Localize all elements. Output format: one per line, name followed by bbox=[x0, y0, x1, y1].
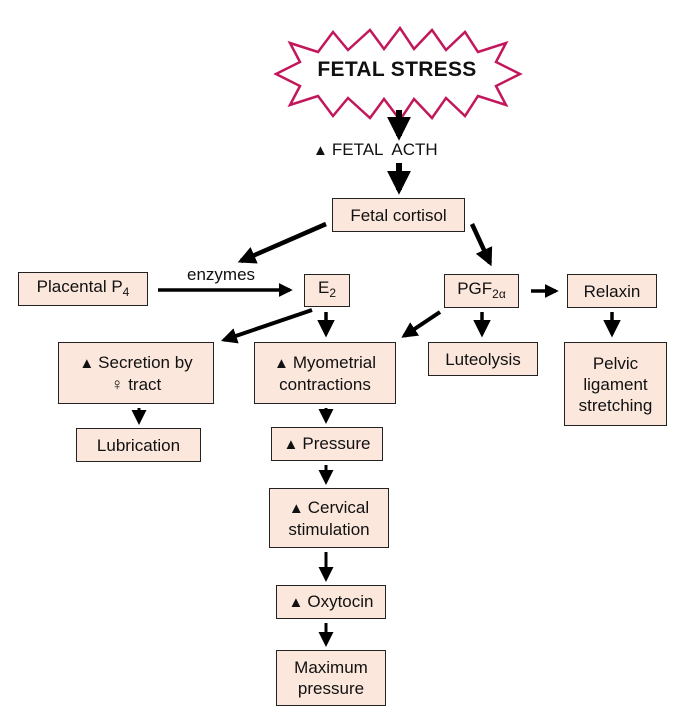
node-pelvic-line3: stretching bbox=[578, 395, 653, 415]
increase-arrow-icon: ▲ bbox=[288, 499, 304, 517]
node-pgf2a: PGF2α bbox=[444, 274, 519, 308]
node-maximum-line1: Maximum bbox=[294, 658, 368, 677]
node-pressure-label: Pressure bbox=[302, 434, 371, 453]
node-pgf2a-subscript: 2α bbox=[492, 286, 506, 301]
node-myometrial-line2: contractions bbox=[279, 374, 371, 394]
node-lubrication: Lubrication bbox=[76, 428, 201, 462]
arrow-pgf2a-to-myometrial bbox=[401, 310, 442, 338]
node-placental-p4: Placental P4 bbox=[18, 272, 148, 306]
node-pressure: ▲Pressure bbox=[271, 427, 383, 461]
enzymes-label: enzymes bbox=[187, 265, 256, 284]
fetal-acth-label: ▲FETAL ACTH bbox=[313, 140, 438, 160]
node-e2-label: E bbox=[317, 278, 330, 297]
node-cervical-line1: Cervical bbox=[307, 497, 370, 517]
fetal-stress-title: FETAL STRESS bbox=[317, 58, 477, 81]
node-maximum-pressure: Maximum pressure bbox=[276, 650, 386, 706]
increase-arrow-icon: ▲ bbox=[79, 354, 95, 372]
node-secretion-line2: ♀ tract bbox=[110, 374, 162, 394]
node-pelvic-ligament-stretching: Pelvic ligament stretching bbox=[564, 342, 667, 426]
fetal-acth-text: FETAL ACTH bbox=[331, 140, 438, 159]
arrow-cortisol-to-pgf2a bbox=[469, 223, 493, 267]
increase-arrow-icon: ▲ bbox=[313, 142, 328, 159]
node-placental-p4-subscript: 4 bbox=[122, 284, 130, 299]
node-pelvic-line1: Pelvic bbox=[592, 353, 639, 373]
node-cervical-line2: stimulation bbox=[288, 519, 370, 539]
node-maximum-line2: pressure bbox=[297, 679, 365, 698]
increase-arrow-icon: ▲ bbox=[283, 436, 299, 453]
node-oxytocin: ▲Oxytocin bbox=[276, 585, 386, 619]
node-fetal-cortisol: Fetal cortisol bbox=[332, 198, 465, 232]
node-secretion-line1: Secretion by bbox=[98, 352, 193, 372]
increase-arrow-icon: ▲ bbox=[288, 594, 304, 611]
arrow-cortisol-to-e2 bbox=[237, 221, 327, 264]
arrow-e2-to-secretion bbox=[220, 308, 313, 344]
node-e2: E2 bbox=[304, 274, 350, 307]
node-relaxin: Relaxin bbox=[567, 274, 657, 308]
node-pelvic-line2: ligament bbox=[583, 374, 648, 394]
node-fetal-cortisol-label: Fetal cortisol bbox=[350, 205, 447, 225]
node-luteolysis-label: Luteolysis bbox=[445, 349, 521, 369]
node-relaxin-label: Relaxin bbox=[583, 281, 641, 301]
node-cervical-stimulation: ▲Cervical stimulation bbox=[269, 488, 389, 548]
node-placental-p4-label: Placental P bbox=[36, 276, 123, 296]
node-secretion: ▲Secretion by ♀ tract bbox=[58, 342, 214, 404]
node-e2-subscript: 2 bbox=[329, 286, 337, 300]
node-pgf2a-label: PGF bbox=[457, 278, 493, 298]
node-myometrial-line1: Myometrial bbox=[292, 352, 376, 372]
node-lubrication-label: Lubrication bbox=[96, 435, 181, 455]
node-luteolysis: Luteolysis bbox=[428, 342, 538, 376]
increase-arrow-icon: ▲ bbox=[274, 354, 289, 372]
node-myometrial-contractions: ▲Myometrial contractions bbox=[254, 342, 396, 404]
node-oxytocin-label: Oxytocin bbox=[307, 592, 374, 611]
